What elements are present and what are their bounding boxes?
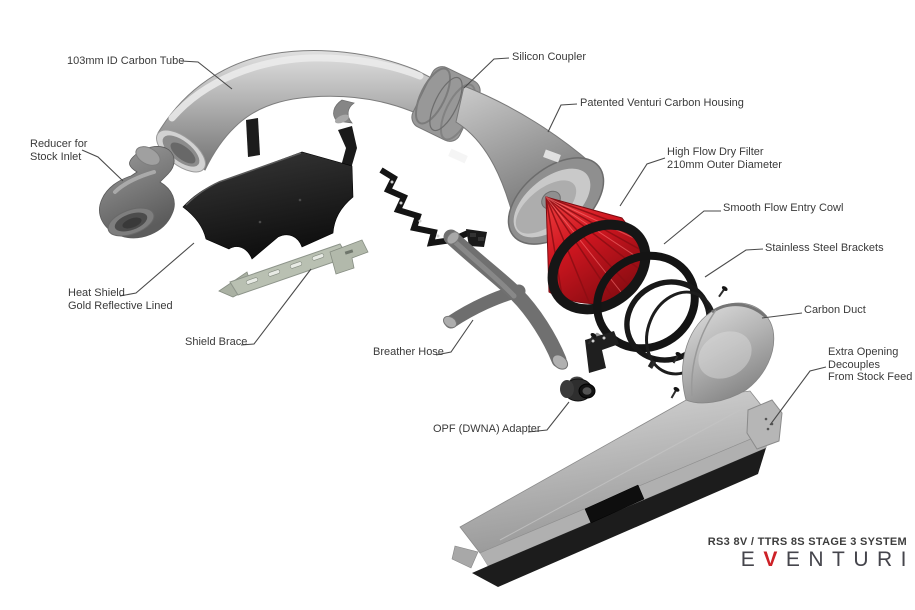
leader-venturi-housing	[547, 103, 578, 133]
leader-dry-filter	[619, 157, 666, 207]
label-extra-opening: Extra Opening Decouples From Stock Feed	[828, 346, 913, 383]
heat-shield-part	[182, 118, 357, 260]
reducer-part	[99, 146, 175, 239]
entry-cowl-ring	[593, 251, 699, 353]
leader-heat-shield	[119, 242, 195, 297]
leader-carbon-tube	[180, 60, 233, 90]
label-carbon-duct: Carbon Duct	[804, 304, 866, 316]
extra-opening-block	[746, 399, 783, 450]
brand-accent-letter: V	[763, 548, 786, 571]
breather-hose-part	[442, 229, 569, 370]
l-bracket	[585, 331, 619, 373]
leader-opf-adapter	[527, 401, 570, 433]
shield-brace-part	[218, 239, 369, 298]
leader-carbon-duct	[761, 312, 803, 319]
label-shield-brace: Shield Brace	[185, 336, 248, 348]
brand-letter: E	[740, 548, 764, 571]
system-title: RS3 8V / TTRS 8S STAGE 3 SYSTEM	[707, 536, 907, 548]
label-entry-cowl: Smooth Flow Entry Cowl	[723, 202, 844, 214]
leader-shield-brace	[240, 268, 312, 346]
leader-breather-hose	[435, 319, 474, 356]
leader-lines	[81, 57, 827, 433]
label-opf-adapter: OPF (DWNA) Adapter	[433, 423, 541, 435]
mounting-bracket-part	[379, 167, 487, 247]
leader-brackets	[704, 248, 764, 278]
label-brackets: Stainless Steel Brackets	[765, 242, 884, 254]
brand-letters: ENTURI	[785, 548, 915, 571]
opf-adapter-part	[560, 376, 596, 402]
label-breather-hose: Breather Hose	[373, 346, 444, 358]
brand-logo: EVENTURI	[741, 548, 915, 572]
dry-filter-part	[541, 190, 651, 315]
filter-base-ring	[547, 219, 651, 315]
leader-reducer	[81, 149, 124, 182]
label-carbon-tube: 103mm ID Carbon Tube	[67, 55, 185, 67]
leader-entry-cowl	[663, 210, 721, 245]
label-venturi-housing: Patented Venturi Carbon Housing	[580, 97, 744, 109]
leader-extra-opening	[769, 366, 827, 426]
carbon-duct-part	[451, 302, 783, 587]
leader-silicon-coupler	[463, 57, 510, 89]
label-silicon-coupler: Silicon Coupler	[512, 51, 586, 63]
